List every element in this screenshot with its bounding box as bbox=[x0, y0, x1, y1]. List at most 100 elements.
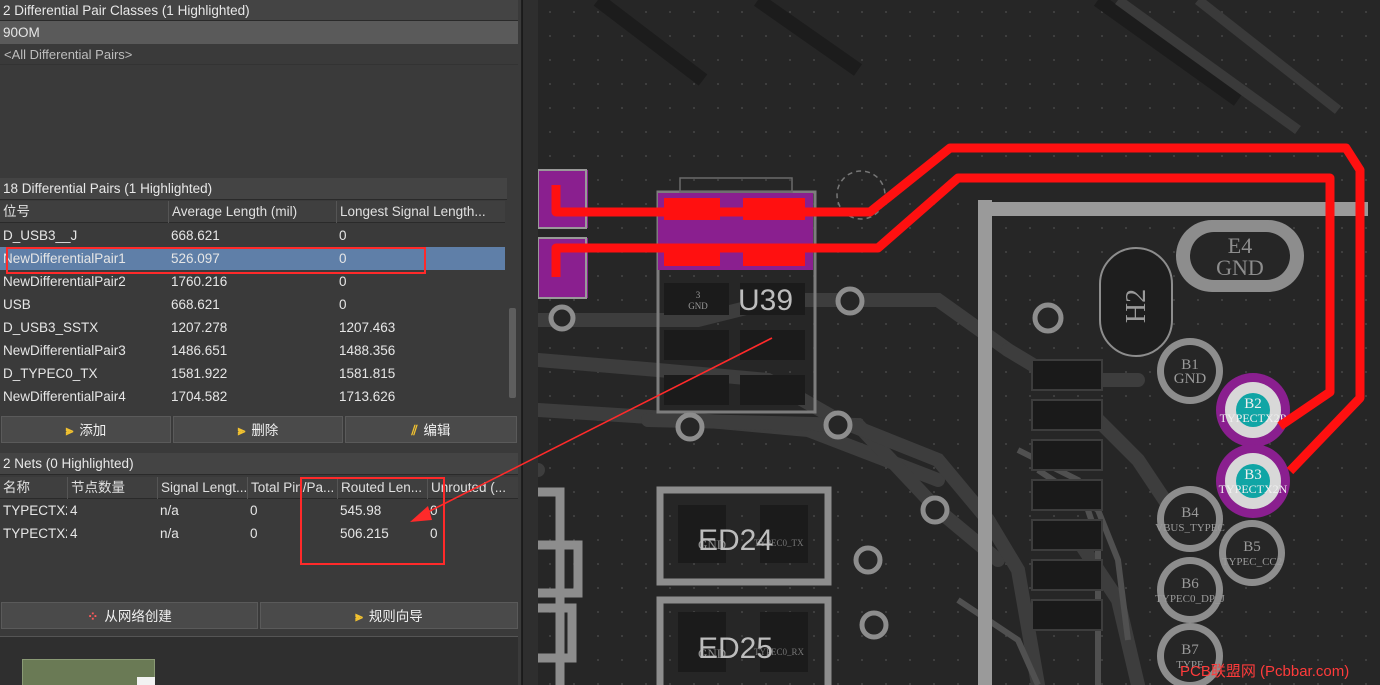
col-designator[interactable]: 位号 bbox=[3, 204, 30, 219]
net-cell-nodes: 4 bbox=[70, 526, 78, 541]
col-longest-signal[interactable]: Longest Signal Length... bbox=[336, 201, 505, 223]
diff-pair-cell-name: D_USB3__J bbox=[3, 228, 78, 243]
e4-component[interactable]: E4 GND bbox=[1176, 220, 1304, 292]
col-total-pin[interactable]: Total Pin/Pa... bbox=[247, 477, 337, 499]
diff-pair-row[interactable]: NewDifferentialPair1 526.097 0 bbox=[0, 247, 505, 270]
create-from-nets-button[interactable]: ⁘从网络创建 bbox=[1, 602, 258, 629]
annotation-highlight-box-routed bbox=[300, 477, 445, 565]
edit-button[interactable]: ⫽编辑 bbox=[345, 416, 517, 443]
net-cell-signal: n/a bbox=[160, 526, 179, 541]
diff-pair-cell-name: NewDifferentialPair3 bbox=[3, 343, 126, 358]
diff-pair-tracks bbox=[551, 143, 1365, 475]
diff-pair-cell-avg: 1581.922 bbox=[171, 366, 228, 381]
pcb-canvas[interactable]: 3 GND U39 bbox=[538, 0, 1380, 685]
diff-pair-cell-avg: 1486.651 bbox=[171, 343, 228, 358]
watermark: PCB联盟网 (Pcbbar.com) bbox=[1180, 663, 1350, 680]
diff-pairs-scrollbar[interactable] bbox=[507, 178, 518, 414]
delete-button[interactable]: ⫸删除 bbox=[173, 416, 343, 443]
e4-designator: E4 bbox=[1228, 233, 1252, 258]
pad-id-label: B6 bbox=[1181, 576, 1199, 592]
ed24-designator: ED24 bbox=[698, 524, 773, 557]
diff-pair-row[interactable]: D_TYPEC0_TX 1581.922 1581.815 bbox=[0, 362, 505, 385]
board-preview-outline bbox=[22, 659, 155, 685]
e4-gnd-label: GND bbox=[1216, 255, 1264, 280]
diff-pair-cell-name: D_USB3_SSTX bbox=[3, 320, 99, 335]
diff-pair-cell-longest: 1581.815 bbox=[339, 366, 396, 381]
u39-pad3-net-label: GND bbox=[688, 301, 708, 311]
net-cell-unrouted: 0 bbox=[430, 503, 438, 518]
pad-net-label: TYPE bbox=[1176, 659, 1204, 671]
board-preview[interactable] bbox=[0, 636, 518, 685]
net-cell-nodes: 4 bbox=[70, 503, 78, 518]
class-item-90om[interactable]: 90OM bbox=[0, 21, 518, 44]
col-routed-length[interactable]: Routed Len... bbox=[337, 477, 427, 499]
add-pair-icon: ⫸ bbox=[65, 423, 74, 438]
pcb-panel: 2 Differential Pair Classes (1 Highlight… bbox=[0, 0, 522, 685]
u39-component[interactable]: 3 GND U39 bbox=[656, 177, 817, 414]
diff-pair-cell-name: NewDifferentialPair1 bbox=[3, 251, 126, 266]
h2-component[interactable]: H2 bbox=[1099, 247, 1173, 357]
pad-id-label: B4 bbox=[1181, 505, 1199, 521]
ed25-designator: ED25 bbox=[698, 632, 773, 665]
diff-pairs-title: 18 Differential Pairs (1 Highlighted) bbox=[0, 178, 518, 200]
add-button[interactable]: ⫸添加 bbox=[1, 416, 171, 443]
nets-create-icon: ⁘ bbox=[87, 609, 99, 624]
class-list-empty-area bbox=[0, 66, 518, 170]
diff-pair-cell-longest: 0 bbox=[339, 274, 347, 289]
vias[interactable] bbox=[548, 286, 1064, 640]
col-signal-length[interactable]: Signal Lengt... bbox=[157, 477, 247, 499]
h2-designator: H2 bbox=[1121, 289, 1152, 323]
ed25-component[interactable]: GND TYPEC0_RX ED25 bbox=[656, 596, 832, 685]
pad-net-label: VBUS_TYPEC bbox=[1155, 522, 1225, 534]
diff-pair-cell-longest: 0 bbox=[339, 251, 347, 266]
diff-pair-cell-longest: 1713.626 bbox=[339, 389, 396, 404]
col-node-count[interactable]: 节点数量 bbox=[67, 477, 157, 499]
pad-id-label: B5 bbox=[1243, 539, 1261, 555]
pad-id-label: B1 bbox=[1181, 357, 1199, 373]
diff-pair-cell-name: NewDifferentialPair4 bbox=[3, 389, 126, 404]
diff-pair-cell-name: NewDifferentialPair2 bbox=[3, 274, 126, 289]
nets-header: 名称 节点数量 Signal Lengt... Total Pin/Pa... … bbox=[0, 477, 518, 499]
annotation-highlight-box-pair bbox=[6, 247, 426, 274]
diff-pair-classes-title: 2 Differential Pair Classes (1 Highlight… bbox=[0, 0, 518, 21]
rule-wizard-button[interactable]: ⫸规则向导 bbox=[260, 602, 518, 629]
diff-pair-cell-longest: 1207.463 bbox=[339, 320, 396, 335]
diff-pair-cell-avg: 526.097 bbox=[171, 251, 220, 266]
net-cell-signal: n/a bbox=[160, 503, 179, 518]
pad-net-label: GND bbox=[1174, 371, 1207, 387]
col-net-name[interactable]: 名称 bbox=[3, 480, 30, 495]
nets-title: 2 Nets (0 Highlighted) bbox=[0, 453, 518, 475]
pad-id-label: B2 bbox=[1244, 396, 1262, 412]
net-cell-name: TYPECTX2I bbox=[3, 503, 67, 518]
col-unrouted[interactable]: Unrouted (... bbox=[427, 477, 518, 499]
diff-pairs-scroll-thumb[interactable] bbox=[509, 308, 516, 398]
col-average-length[interactable]: Average Length (mil) bbox=[168, 201, 336, 223]
diff-pair-row[interactable]: NewDifferentialPair2 1760.216 0 bbox=[0, 270, 505, 293]
diff-pair-cell-longest: 0 bbox=[339, 228, 347, 243]
diff-pair-cell-name: D_TYPEC0_TX bbox=[3, 366, 98, 381]
u39-designator: U39 bbox=[738, 284, 793, 317]
net-cell-name: TYPECTX2I bbox=[3, 526, 67, 541]
diff-pair-cell-name: USB bbox=[3, 297, 31, 312]
typec-pads[interactable]: B1GNDB2TYPECTX2PB3TYPECTX2NB4VBUS_TYPECB… bbox=[1155, 338, 1290, 685]
ed24-component[interactable]: GND TYPEC0_TX ED24 bbox=[656, 486, 832, 586]
pad-net-label: TYPEC0_DP_J bbox=[1155, 593, 1225, 605]
board-preview-viewport[interactable] bbox=[137, 677, 155, 685]
class-item-all[interactable]: <All Differential Pairs> bbox=[0, 44, 518, 65]
diff-pair-cell-avg: 1760.216 bbox=[171, 274, 228, 289]
splitter[interactable] bbox=[522, 0, 538, 685]
